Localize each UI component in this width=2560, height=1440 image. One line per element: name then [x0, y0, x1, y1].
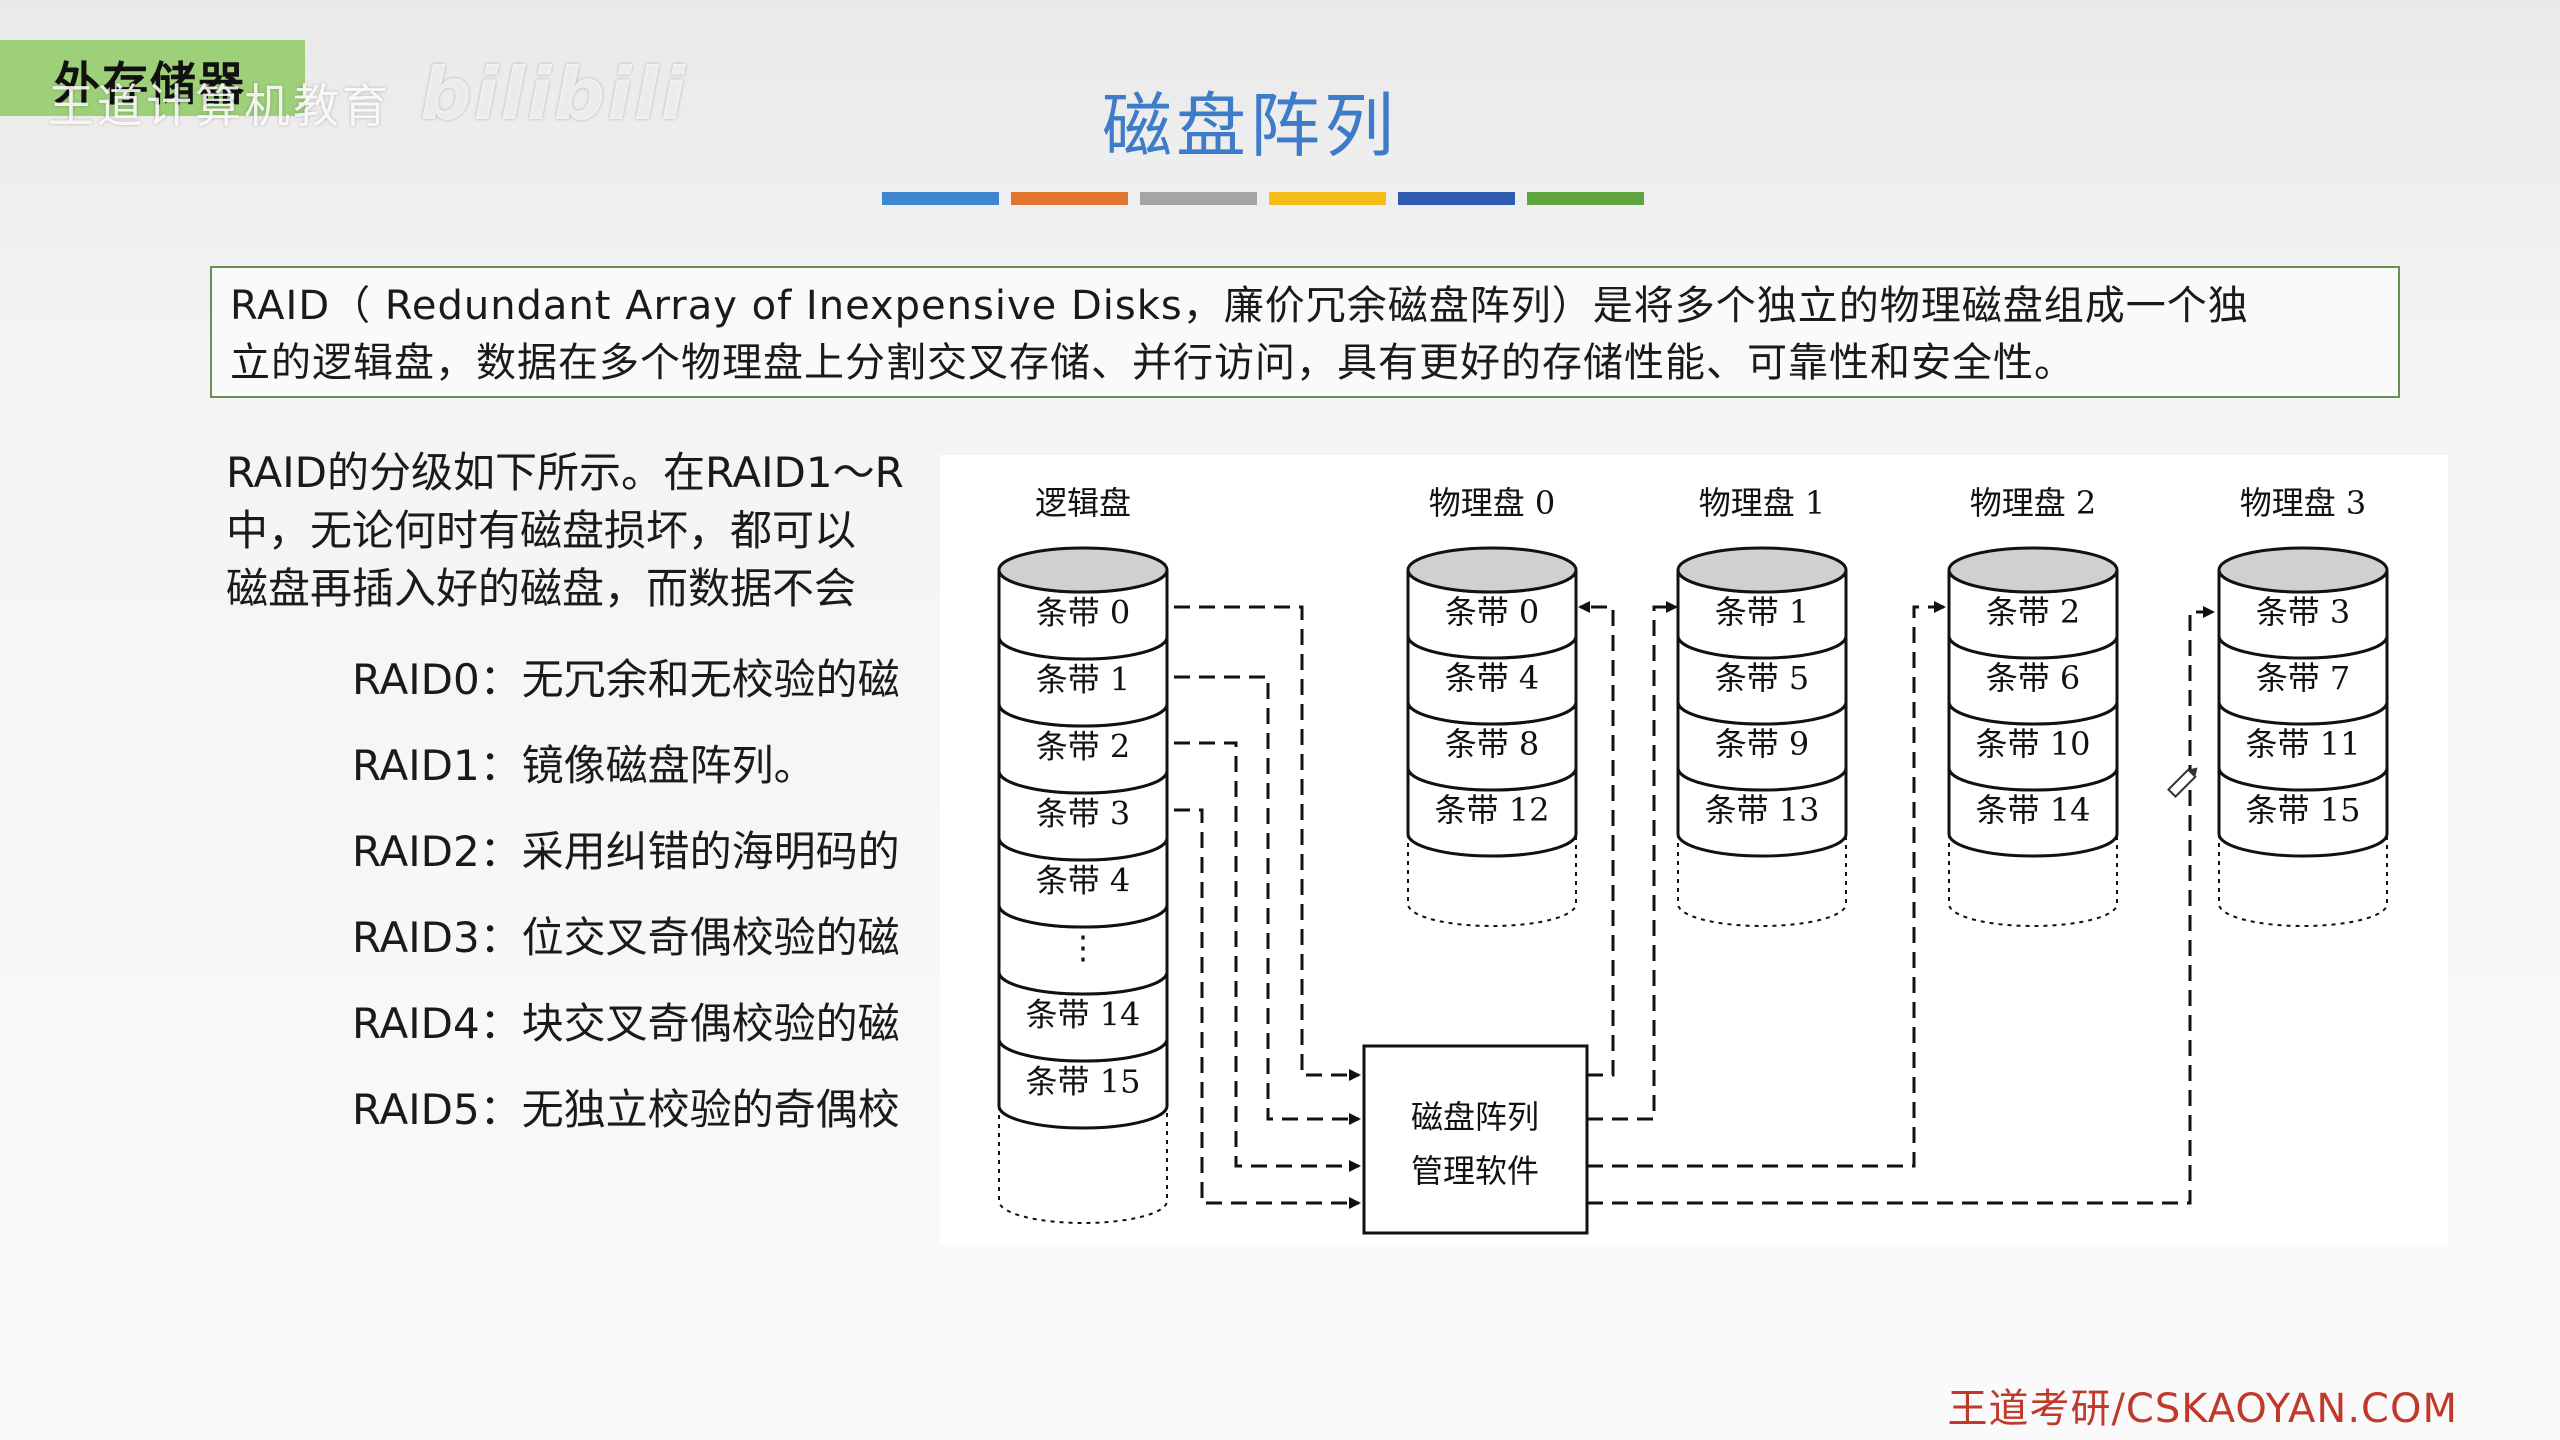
stripe-label: 条带 14 [1976, 791, 2091, 829]
disk-top [1406, 546, 1578, 594]
stripe-label: 条带 15 [2246, 791, 2361, 829]
stripe-label: 条带 0 [1036, 594, 1131, 632]
manager-label: 磁盘阵列 [1411, 1098, 1539, 1136]
stripe-label: 条带 6 [1986, 659, 2081, 697]
disk-unused-space [1407, 834, 1577, 927]
stripe-label: 条带 11 [2246, 725, 2361, 763]
disk-title: 物理盘 1 [1699, 484, 1826, 522]
raid-level-item: RAID3：位交叉奇偶校验的磁 [352, 913, 900, 962]
raid-level-item: RAID2：采用纠错的海明码的 [352, 827, 900, 876]
connector-stripe1 [1174, 675, 1361, 1125]
raid-level-item: RAID1：镜像磁盘阵列。 [352, 741, 816, 790]
stripe-label: 条带 8 [1445, 725, 1540, 763]
stripe-label: 条带 12 [1435, 791, 1550, 829]
dashed-connectors [1174, 601, 2215, 1209]
disk-top [2217, 546, 2389, 594]
stripe-label: 条带 2 [1986, 593, 2081, 631]
footer-brand: 王道考研/CSKAOYAN.COM [1947, 1386, 2458, 1432]
stripe-label: 条带 5 [1715, 659, 1810, 697]
levels-intro-line: RAID的分级如下所示。在RAID1～R [226, 448, 904, 497]
definition-line: RAID（ Redundant Array of Inexpensive Dis… [230, 283, 2249, 329]
disk: 条带 0 条带 1 条带 2 条带 3 条带 4 ⋮ 条带 14 条带 15 逻辑盘 [997, 484, 1169, 1224]
color-bar-segment [1398, 192, 1515, 205]
color-bar-segment [882, 192, 999, 205]
definition-line: 立的逻辑盘，数据在多个物理盘上分割交叉存储、并行访问，具有更好的存储性能、可靠性… [230, 340, 2075, 386]
disk-title: 物理盘 2 [1970, 484, 2097, 522]
disk: 条带 0 条带 4 条带 8 条带 12 物理盘 0 [1406, 484, 1578, 927]
disk-array-manager-box: 磁盘阵列 管理软件 [1362, 1044, 1589, 1235]
disk: 条带 1 条带 5 条带 9 条带 13 物理盘 1 [1676, 484, 1848, 927]
connector-stripe2 [1174, 741, 1361, 1172]
definition-box: RAID（ Redundant Array of Inexpensive Dis… [210, 266, 2400, 398]
color-bar-segment [1269, 192, 1386, 205]
disk-unused-space [2218, 834, 2388, 927]
section-label: 外存储器 [54, 57, 246, 111]
watermark-text: 王道计算机教育 [48, 79, 391, 133]
disk-unused-space [1948, 834, 2118, 927]
raid-levels-list: RAID0：无冗余和无校验的磁 RAID1：镜像磁盘阵列。 RAID2：采用纠错… [352, 644, 900, 1160]
connector-disk1 [1587, 601, 1678, 1121]
stripe-label: 条带 2 [1036, 728, 1131, 766]
raid-diagram-canvas: 磁盘阵列 管理软件 条带 0 条带 1 条带 2 条带 3 条带 4 ⋮ 条带 14 条带 1… [997, 484, 2389, 1235]
color-bar [882, 192, 1644, 205]
stripe-label: 条带 3 [2256, 593, 2351, 631]
levels-intro: RAID的分级如下所示。在RAID1～R 中，无论何时有磁盘损坏，都可以 磁盘再… [226, 444, 1226, 618]
stripe-label: 条带 14 [1026, 996, 1141, 1034]
disk-top [1947, 546, 2119, 594]
disk-unused-space [998, 1106, 1168, 1224]
manager-label: 管理软件 [1411, 1152, 1539, 1190]
stripe-label: 条带 13 [1705, 791, 1820, 829]
connector-disk3 [1587, 606, 2215, 1205]
color-bar-segment [1527, 192, 1644, 205]
disk: 条带 3 条带 7 条带 11 条带 15 物理盘 3 [2217, 484, 2389, 927]
section-tag [0, 40, 305, 116]
disk: 条带 2 条带 6 条带 10 条带 14 物理盘 2 [1947, 484, 2119, 927]
page-title: 磁盘阵列 [1102, 85, 1398, 167]
connector-disk2 [1587, 601, 1946, 1168]
raid-level-item: RAID4：块交叉奇偶校验的磁 [352, 999, 900, 1048]
levels-intro-line: 中，无论何时有磁盘损坏，都可以 [226, 506, 857, 555]
raid-level-item: RAID5：无独立校验的奇偶校 [352, 1085, 900, 1134]
disk-title: 逻辑盘 [1035, 484, 1131, 522]
disk-top [1676, 546, 1848, 594]
raid-diagram: 磁盘阵列 管理软件 条带 0 条带 1 条带 2 条带 3 条带 4 ⋮ 条带 14 条带 1… [940, 455, 2448, 1245]
levels-intro-line: 磁盘再插入好的磁盘，而数据不会 [226, 564, 857, 613]
bilibili-logo: bilibili [420, 52, 688, 136]
disk-title: 物理盘 3 [2240, 484, 2367, 522]
pencil-cursor-icon [2167, 767, 2198, 798]
color-bar-segment [1140, 192, 1257, 205]
stripe-label: 条带 1 [1036, 661, 1131, 699]
stripe-label: 条带 7 [2256, 659, 2351, 697]
stripe-label: 条带 1 [1715, 593, 1810, 631]
stripe-label: 条带 15 [1026, 1063, 1141, 1101]
connector-stripe0 [1174, 605, 1361, 1081]
stripe-label: 条带 4 [1036, 862, 1131, 900]
stripe-label: 条带 10 [1976, 725, 2091, 763]
stripe-label: 条带 9 [1715, 725, 1810, 763]
disk-title: 物理盘 0 [1429, 484, 1556, 522]
stripe-label: 条带 4 [1445, 659, 1540, 697]
color-bar-segment [1011, 192, 1128, 205]
disk-unused-space [1677, 834, 1847, 927]
connector-disk0 [1578, 601, 1615, 1077]
disk-top [997, 546, 1169, 594]
connector-stripe3 [1174, 808, 1361, 1209]
stripe-label: 条带 0 [1445, 593, 1540, 631]
stripe-label: ⋮ [1067, 929, 1099, 967]
stripe-label: 条带 3 [1036, 795, 1131, 833]
raid-level-item: RAID0：无冗余和无校验的磁 [352, 655, 900, 704]
